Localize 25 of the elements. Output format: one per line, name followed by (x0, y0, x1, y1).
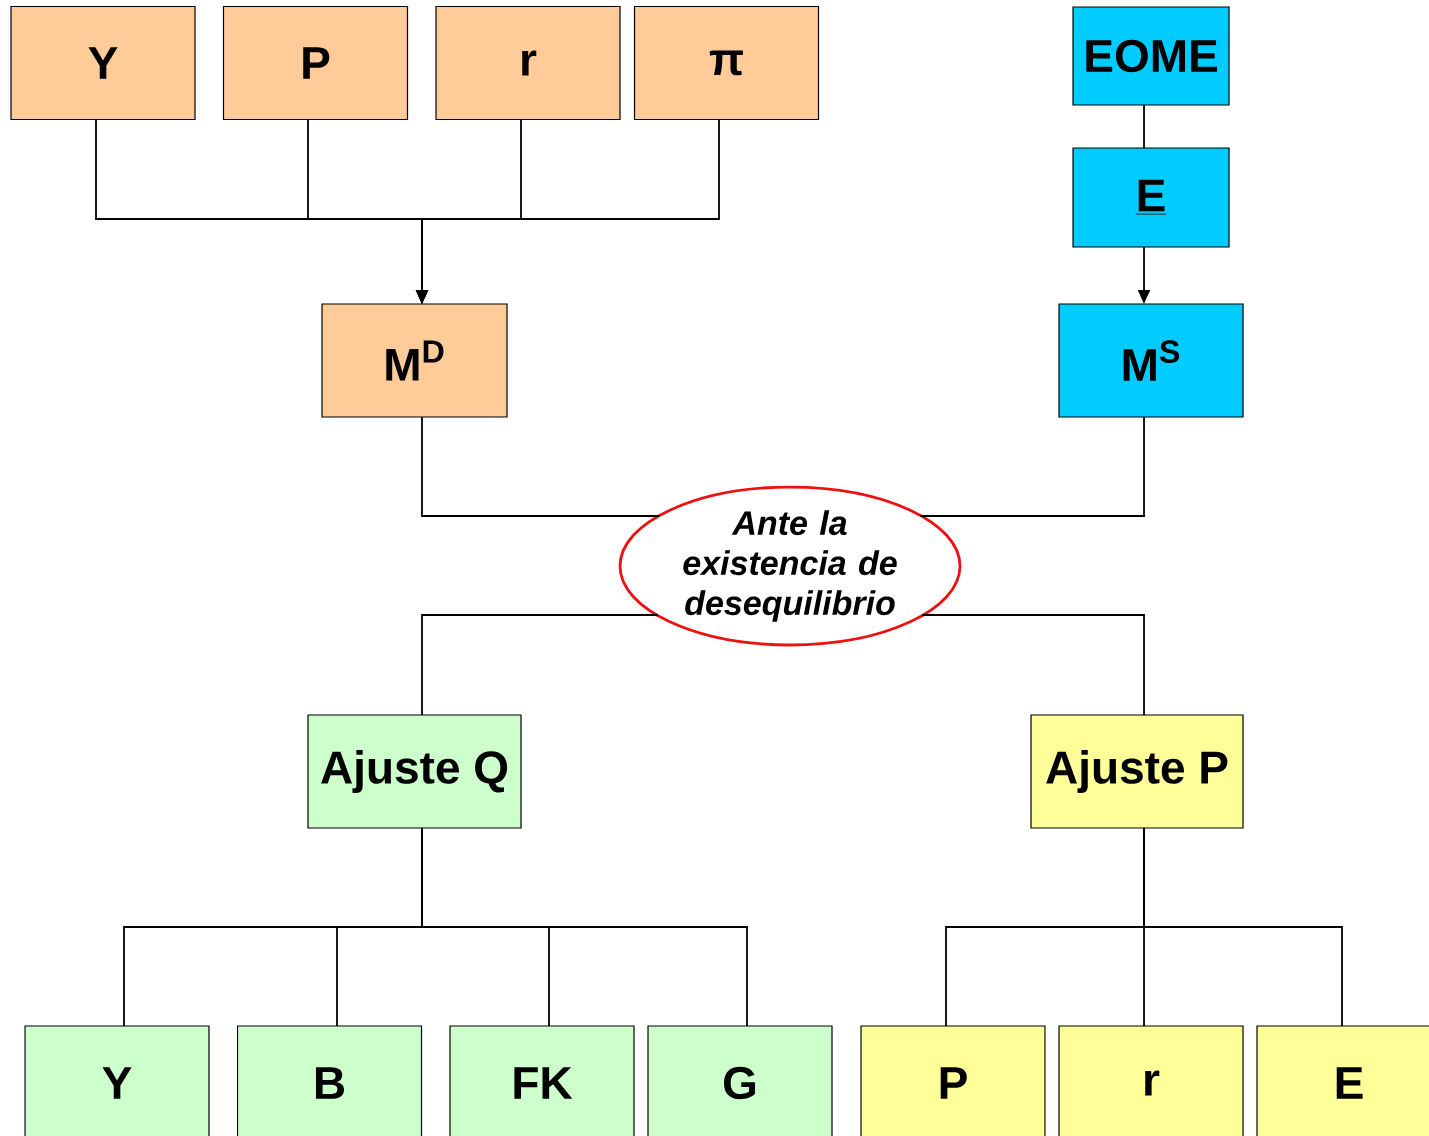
connector-line (1143, 104, 1145, 149)
connector-line (1143, 827, 1343, 1027)
process-box: M$^{S}$ (1058, 303, 1244, 418)
connector-line (921, 614, 1145, 716)
connector-line (421, 614, 659, 716)
process-box: EOME (1072, 6, 1230, 106)
process-box: π (633, 5, 820, 121)
ellipse-node: Ante la existencia de desequilibrio (618, 485, 962, 647)
process-box: FK (449, 1025, 635, 1136)
process-box: Y (10, 5, 196, 121)
process-box: P (222, 5, 409, 121)
process-box: E (1256, 1025, 1429, 1136)
connector-line (421, 416, 661, 517)
process-box: P (860, 1025, 1046, 1136)
process-box: E (1072, 147, 1230, 248)
connector-line (421, 827, 748, 1027)
process-box: r (435, 5, 621, 121)
process-box: Ajuste P (1030, 714, 1244, 829)
process-box: M$^{D}$ (321, 303, 508, 418)
process-box: G (647, 1025, 833, 1136)
connector-line (919, 416, 1145, 517)
process-box: r (1058, 1025, 1244, 1136)
process-box: B (236, 1025, 423, 1136)
process-box: Y (24, 1025, 210, 1136)
process-box: Ajuste Q (307, 714, 522, 829)
